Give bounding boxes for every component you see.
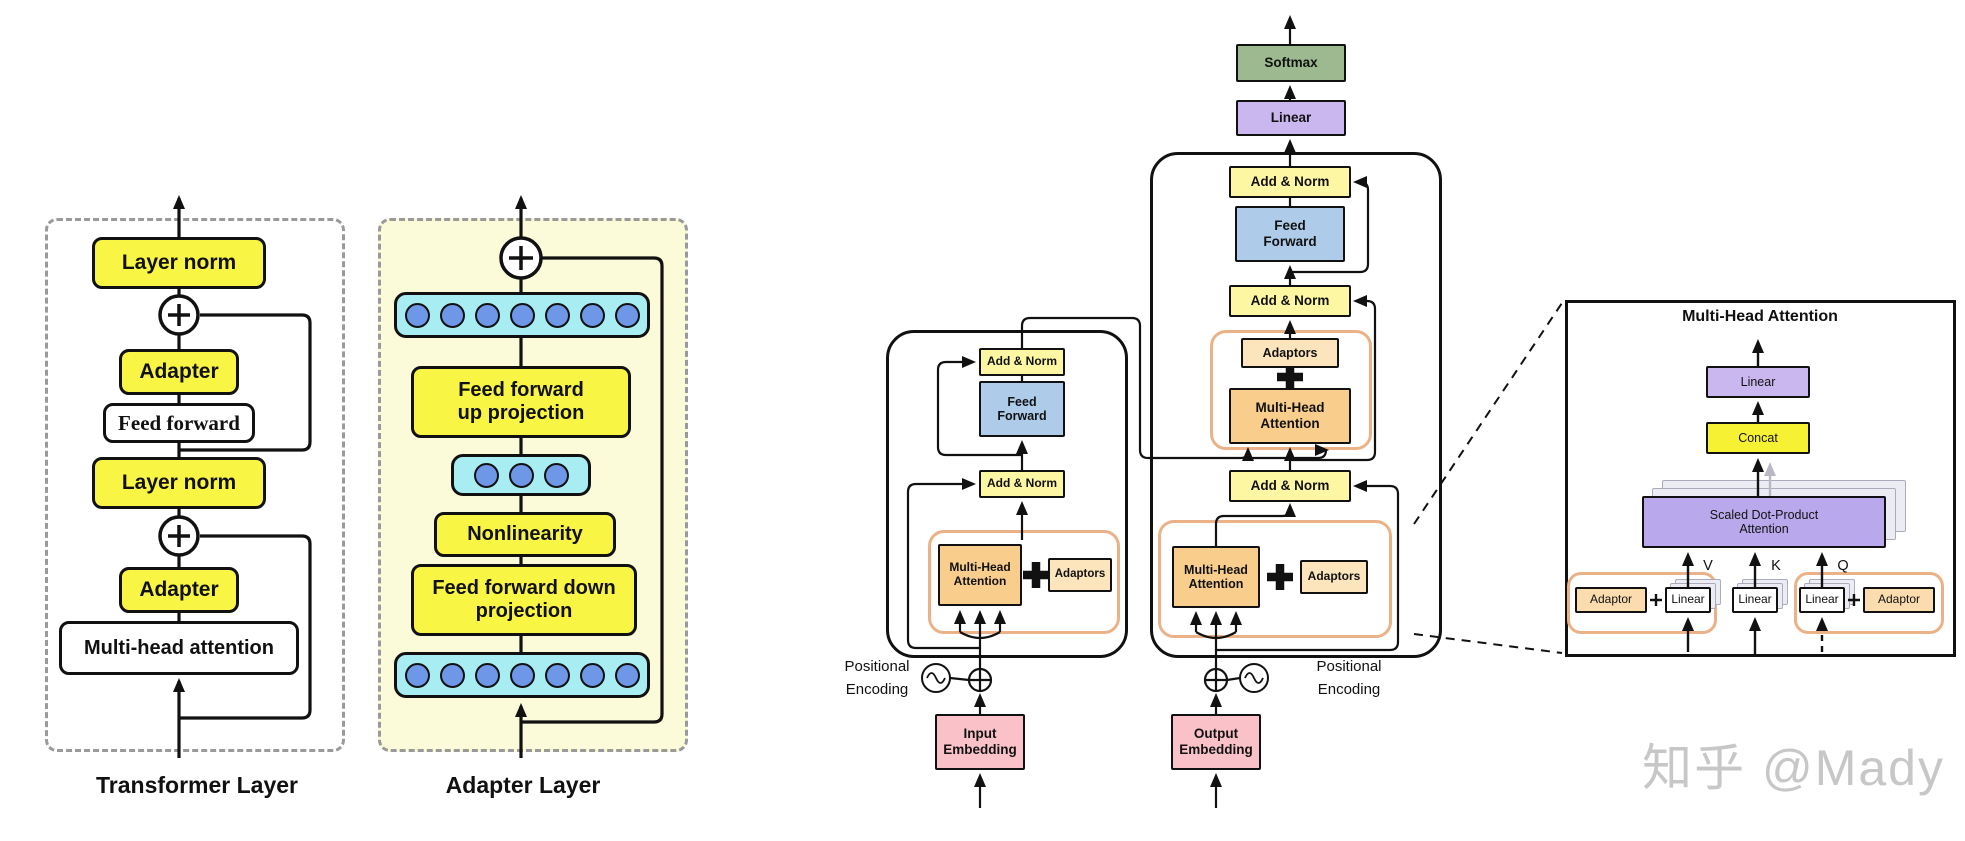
feature-dot (474, 662, 500, 688)
decoder-wires (1190, 15, 1400, 808)
encoder-wires (906, 316, 1332, 808)
layer-norm-box: Layer norm (92, 237, 266, 289)
feature-dot (579, 662, 605, 688)
feature-dot (543, 462, 569, 488)
adaptors-box: Adaptors (1300, 560, 1368, 594)
self-attn-residual (1216, 480, 1400, 652)
decoder-adaptor-container-lower (1158, 520, 1392, 638)
plus-icon (1848, 594, 1860, 606)
value-label: V (1703, 558, 1713, 574)
mha-detail-wires (1650, 339, 1860, 656)
feature-dot (614, 302, 640, 328)
plus-circle-icon (158, 294, 200, 336)
bottleneck-vector (451, 454, 591, 496)
feed-forward-box: Feed Forward (979, 381, 1065, 437)
adaptors-box: Adaptors (1241, 338, 1339, 368)
feature-dot (579, 302, 605, 328)
sine-wave-icon (1239, 663, 1269, 693)
multi-head-attention-box: Multi-head attention (59, 621, 299, 675)
multi-head-attention-box: Multi-Head Attention (938, 544, 1022, 606)
adapter-skip-connection (521, 256, 664, 724)
add-norm-box: Add & Norm (1229, 166, 1351, 198)
feature-vector-bottom (394, 652, 650, 698)
plus-circle-icon (158, 515, 200, 557)
plus-icon (1267, 564, 1293, 590)
add-norm-box: Add & Norm (979, 470, 1065, 498)
nonlinearity-box: Nonlinearity (434, 512, 616, 557)
circle-plus-icon (1203, 667, 1229, 693)
plus-icon (1277, 364, 1303, 390)
plus-circle-icon (499, 236, 543, 280)
multi-head-attention-box: Multi-Head Attention (1229, 388, 1351, 444)
encoder-adaptor-container (928, 530, 1120, 634)
feature-dot (509, 662, 535, 688)
linear-box: Linear (1799, 587, 1845, 613)
adaptor-box: Adaptor (1575, 587, 1647, 613)
positional-encoding-label: Positional Encoding (844, 658, 910, 698)
adapter-layer-caption: Adapter Layer (445, 772, 601, 798)
sine-wave-icon (921, 663, 951, 693)
adapter-box: Adapter (119, 567, 239, 613)
feature-dot (439, 302, 465, 328)
feed-forward-down-box: Feed forward down projection (411, 564, 637, 636)
layer-norm-box: Layer norm (92, 457, 266, 509)
concat-box: Concat (1706, 422, 1810, 454)
feature-dot (544, 302, 570, 328)
feature-dot (509, 302, 535, 328)
key-label: K (1771, 558, 1781, 574)
residual-skip-lower (179, 534, 312, 720)
zoom-callout-lines (1413, 302, 1563, 654)
positional-encoding-label: Positional Encoding (1316, 658, 1382, 698)
softmax-box: Softmax (1236, 44, 1346, 82)
linear-box: Linear (1732, 587, 1778, 613)
adaptors-box: Adaptors (1048, 558, 1112, 592)
adapter-layer-wires (499, 195, 664, 758)
mha-detail-title: Multi-Head Attention (1682, 308, 1838, 325)
add-norm-box: Add & Norm (1229, 470, 1351, 502)
add-norm-box: Add & Norm (979, 348, 1065, 376)
q-adaptor-container (1794, 572, 1944, 634)
encoder-residual-upper (936, 356, 1022, 457)
transformer-layer-wires (158, 195, 312, 758)
input-embedding-box: Input Embedding (935, 714, 1025, 770)
feature-vector-top (394, 292, 650, 338)
transformer-layer-panel (45, 218, 345, 752)
feed-forward-up-box: Feed forward up projection (411, 366, 631, 438)
feature-dot (404, 302, 430, 328)
plus-icon (1023, 562, 1049, 588)
feature-dot (614, 662, 640, 688)
feature-dot (544, 662, 570, 688)
multi-head-attention-box: Multi-Head Attention (1172, 546, 1260, 608)
scaled-dot-product-attention-box: Scaled Dot-Product Attention (1642, 496, 1886, 548)
feature-dot (474, 302, 500, 328)
feed-forward-box: Feed Forward (1235, 206, 1345, 262)
circle-plus-icon (967, 667, 993, 693)
adapter-box: Adapter (119, 349, 239, 395)
encoder-to-decoder-branch (1248, 447, 1332, 462)
output-embedding-box: Output Embedding (1171, 714, 1261, 770)
feed-forward-box: Feed forward (103, 403, 255, 443)
residual-skip-upper (179, 313, 312, 452)
adaptor-box: Adaptor (1863, 587, 1935, 613)
encoder-residual-lower (906, 478, 980, 650)
feature-dot (508, 462, 534, 488)
encoder-to-decoder-wire (1020, 316, 1254, 461)
add-norm-box: Add & Norm (1229, 285, 1351, 317)
feature-dot (473, 462, 499, 488)
feature-dot (439, 662, 465, 688)
linear-box: Linear (1706, 366, 1810, 398)
zhihu-watermark: 知乎 @Mady (1642, 740, 1945, 796)
linear-box: Linear (1665, 587, 1711, 613)
plus-icon (1650, 594, 1662, 606)
linear-box: Linear (1236, 100, 1346, 136)
feature-dot (404, 662, 430, 688)
query-label: Q (1837, 558, 1849, 574)
self-attn-output-wire (1214, 503, 1296, 546)
transformer-layer-caption: Transformer Layer (96, 772, 298, 798)
cross-attn-residual (1290, 295, 1377, 462)
ff-residual (1290, 176, 1370, 274)
